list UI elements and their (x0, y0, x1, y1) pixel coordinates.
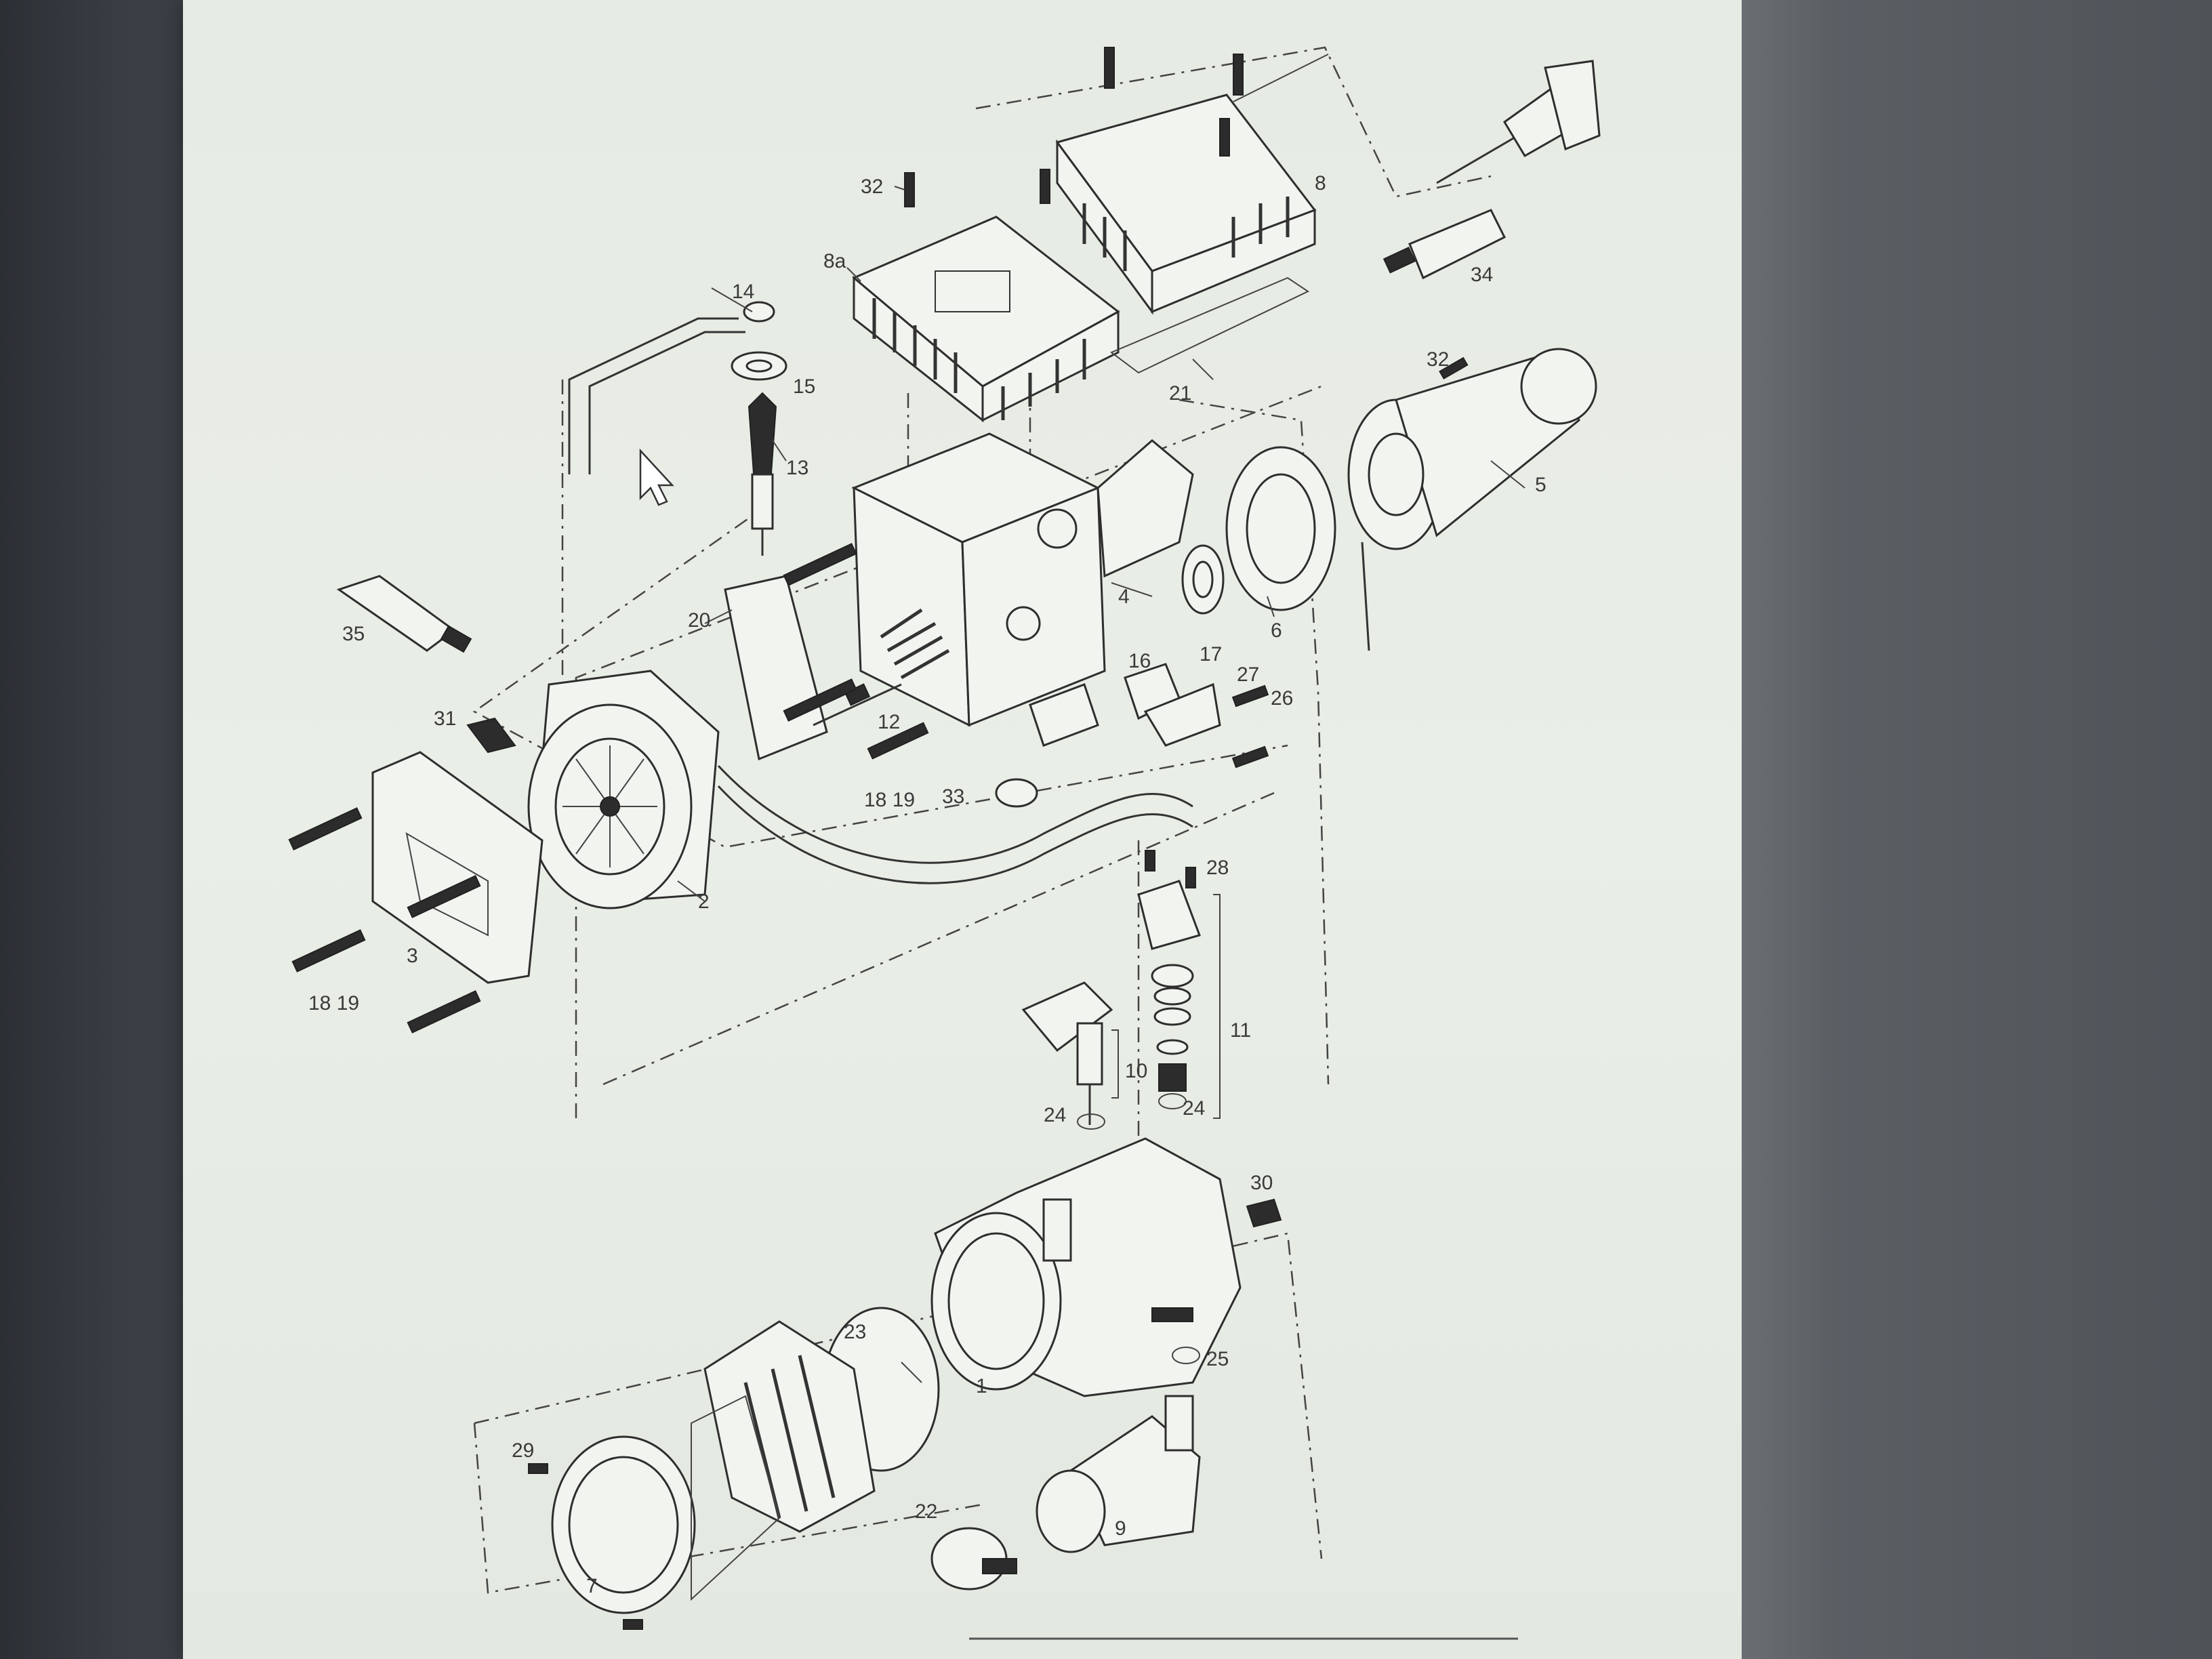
label-5: 5 (1535, 474, 1547, 496)
label-3: 3 (407, 945, 418, 967)
part-10-nozzle (1021, 981, 1113, 1125)
label-9: 9 (1115, 1517, 1126, 1540)
label-21: 21 (1169, 382, 1191, 405)
label-11: 11 (1230, 1019, 1251, 1042)
monitor-bezel-right (1742, 0, 2212, 1659)
label-32-right: 32 (1427, 348, 1449, 371)
label-35: 35 (342, 623, 365, 645)
label-29: 29 (512, 1439, 534, 1462)
label-8: 8 (1315, 172, 1326, 194)
label-34: 34 (1471, 264, 1493, 286)
bracket-11 (1213, 894, 1221, 1119)
part-33-clamp (995, 778, 1038, 808)
label-1: 1 (976, 1375, 987, 1397)
label-18-19-left: 18 19 (308, 992, 359, 1015)
label-13: 13 (786, 457, 808, 479)
label-28: 28 (1206, 857, 1229, 879)
label-30: 30 (1250, 1172, 1273, 1194)
label-27: 27 (1237, 663, 1259, 686)
bracket-tube (568, 317, 739, 474)
screws-18-19 (288, 543, 929, 1033)
label-26: 26 (1271, 687, 1293, 710)
part-11-pump-stack (1137, 880, 1201, 1092)
bracket-10 (1111, 1029, 1119, 1099)
part-1-heat-exchanger (930, 1137, 1242, 1397)
part-21-gasket (1110, 276, 1310, 374)
part-20-gasket-plate (724, 575, 828, 761)
label-24-right: 24 (1183, 1097, 1205, 1120)
label-32-top: 32 (861, 176, 883, 198)
part-5-burner-tube (1347, 348, 1597, 651)
label-23: 23 (844, 1321, 866, 1343)
part-4-housing (851, 432, 1194, 727)
part-16-17-connectors (1029, 663, 1269, 769)
part-labels: 32 8 8a 14 34 15 21 32 13 5 4 20 6 35 16… (308, 172, 1547, 1597)
label-2: 2 (698, 890, 710, 913)
part-6-flange-gasket (1181, 446, 1336, 615)
part-7-combustion-tube (551, 1320, 876, 1614)
label-18-19-center: 18 19 (864, 789, 915, 811)
label-24-left: 24 (1044, 1104, 1066, 1126)
label-20: 20 (688, 609, 710, 632)
part-8-control-unit (1055, 54, 1329, 315)
label-14: 14 (732, 281, 754, 303)
part-14-15-clip-seal (731, 301, 787, 381)
label-16: 16 (1128, 650, 1151, 672)
part-22-hose-clamp (930, 1527, 1017, 1591)
arrow-cursor-icon (639, 448, 674, 506)
leader-lines (677, 186, 1525, 1383)
screws-32 (904, 47, 1469, 380)
small-fasteners (528, 850, 1200, 1630)
label-17: 17 (1200, 643, 1222, 665)
cable-connector-plug (1436, 60, 1601, 184)
label-25: 25 (1206, 1348, 1229, 1370)
part-13-glow-plug (747, 392, 777, 556)
label-7: 7 (586, 1575, 598, 1597)
label-31: 31 (434, 708, 456, 730)
label-10: 10 (1125, 1060, 1147, 1082)
label-8a: 8a (823, 250, 846, 272)
part-8a-ecu (852, 216, 1120, 423)
label-6: 6 (1271, 619, 1282, 642)
part-30-clip (1246, 1198, 1282, 1228)
part-31-clip (466, 717, 516, 754)
label-22: 22 (915, 1500, 937, 1523)
part-2-blower (527, 670, 720, 909)
label-4: 4 (1118, 586, 1130, 608)
part-34-fuel-filter (1382, 209, 1507, 280)
label-33: 33 (942, 785, 964, 808)
label-12: 12 (878, 711, 900, 733)
label-15: 15 (793, 375, 815, 398)
fuel-line (717, 764, 1193, 864)
part-35-fuel-filter (336, 575, 472, 653)
part-9-coolant-pipe (1036, 1395, 1201, 1553)
part-3-cover-plate (371, 751, 544, 984)
